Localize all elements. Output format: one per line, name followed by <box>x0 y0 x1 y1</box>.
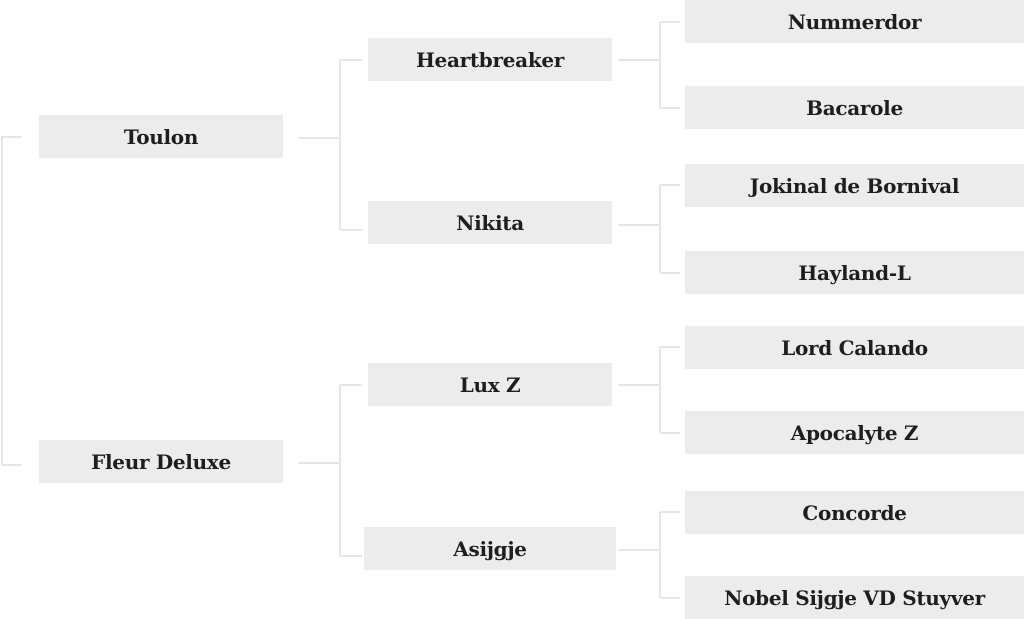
horse-name: Hayland-L <box>798 260 911 285</box>
horse-name: Jokinal de Bornival <box>749 173 960 198</box>
horse-name: Concorde <box>802 500 907 525</box>
connector-dam-dam <box>618 511 680 599</box>
horse-name: Nobel Sijgje VD Stuyver <box>724 585 985 610</box>
horse-name: Asijgje <box>453 536 527 561</box>
horse-name: Lux Z <box>459 372 521 397</box>
horse-name: Nikita <box>456 210 524 235</box>
connector-sire-dam <box>618 184 680 274</box>
horse-name: Nummerdor <box>787 9 922 34</box>
horse-name: Toulon <box>123 124 199 149</box>
horse-name: Heartbreaker <box>415 47 565 72</box>
pedigree-sire-dam-sire[interactable]: Jokinal de Bornival <box>685 164 1024 207</box>
connector-sire <box>298 59 362 231</box>
horse-name: Apocalyte Z <box>790 420 919 445</box>
pedigree-sire-sire-dam[interactable]: Bacarole <box>685 86 1024 129</box>
pedigree-dam-dam[interactable]: Asijgje <box>364 527 616 570</box>
connector-dam-sire <box>618 346 680 434</box>
connector-root <box>1 136 22 466</box>
horse-name: Fleur Deluxe <box>91 449 231 474</box>
horse-name: Lord Calando <box>781 335 928 360</box>
pedigree-dam-sire-sire[interactable]: Lord Calando <box>685 326 1024 369</box>
horse-name: Bacarole <box>806 95 903 120</box>
pedigree-dam[interactable]: Fleur Deluxe <box>39 440 283 483</box>
pedigree-dam-sire-dam[interactable]: Apocalyte Z <box>685 411 1024 454</box>
pedigree-sire[interactable]: Toulon <box>39 115 283 158</box>
pedigree-dam-dam-sire[interactable]: Concorde <box>685 491 1024 534</box>
pedigree-sire-sire[interactable]: Heartbreaker <box>368 38 612 81</box>
pedigree-sire-dam[interactable]: Nikita <box>368 201 612 244</box>
connector-dam <box>298 384 362 557</box>
pedigree-sire-sire-sire[interactable]: Nummerdor <box>685 0 1024 43</box>
pedigree-dam-dam-dam[interactable]: Nobel Sijgje VD Stuyver <box>685 576 1024 619</box>
pedigree-sire-dam-dam[interactable]: Hayland-L <box>685 251 1024 294</box>
connector-sire-sire <box>618 21 680 109</box>
pedigree-dam-sire[interactable]: Lux Z <box>368 363 612 406</box>
